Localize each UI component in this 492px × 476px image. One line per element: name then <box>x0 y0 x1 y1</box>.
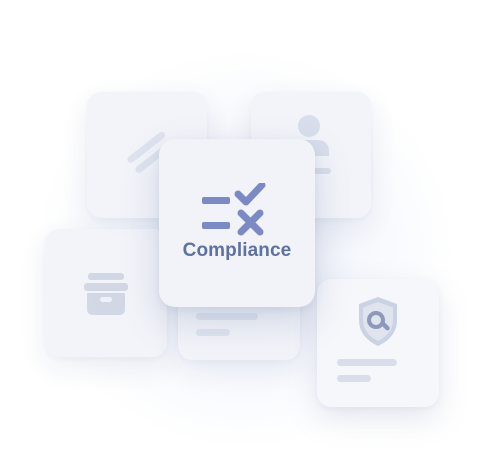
shield-card-line-1 <box>337 359 397 366</box>
shield-card-line-2 <box>337 375 371 382</box>
card-archive <box>45 229 167 357</box>
compliance-check-cross-icon <box>202 183 266 236</box>
compliance-card[interactable]: Compliance <box>159 139 315 307</box>
shield-search-icon <box>359 297 397 346</box>
card-shield <box>317 279 439 407</box>
document-line-2 <box>196 329 230 336</box>
document-line-1 <box>196 313 258 320</box>
archive-box-icon <box>84 273 128 315</box>
compliance-label: Compliance <box>182 240 292 261</box>
